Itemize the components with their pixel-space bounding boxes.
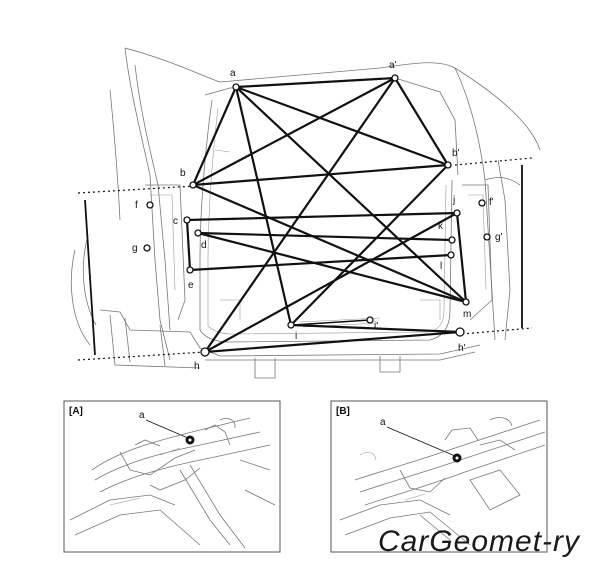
inset-a-callout: a: [139, 410, 145, 421]
measurement-lines: [185, 76, 468, 354]
point-g: [143, 244, 151, 252]
point-i-prime: [366, 316, 374, 324]
label-f: f: [135, 200, 138, 211]
label-e: e: [188, 280, 194, 291]
vehicle-body-outline: [70, 47, 541, 379]
point-h: [200, 347, 210, 357]
label-i-prime: i': [374, 321, 378, 332]
label-m: m: [463, 309, 471, 320]
label-a: a: [230, 68, 236, 79]
point-b-prime: [444, 161, 452, 169]
point-d: [194, 229, 202, 237]
point-c: [183, 216, 191, 224]
label-g-prime: g': [495, 232, 503, 243]
ref-bar-left: [84, 199, 96, 356]
label-c: c: [173, 216, 178, 227]
inset-b-callout: a: [380, 417, 386, 428]
label-h: h: [194, 361, 200, 372]
ref-dash-lower-right: [461, 327, 533, 335]
label-b: b: [180, 168, 186, 179]
point-l: [447, 251, 455, 259]
ref-dash-lower-left: [77, 351, 206, 361]
label-j: j: [452, 195, 455, 206]
point-b: [189, 181, 197, 189]
point-g-prime: [483, 233, 491, 241]
label-d: d: [201, 240, 207, 251]
inset-a-lineart: [69, 417, 276, 549]
label-f-prime: f': [489, 197, 494, 208]
point-f: [146, 201, 154, 209]
point-f-prime: [478, 199, 486, 207]
point-h-prime: [455, 327, 465, 337]
point-a: [232, 83, 240, 91]
label-g: g: [132, 243, 138, 254]
point-i: [287, 321, 295, 329]
point-labels: a a' b b' c d e f f' g g' h h' i i' j k …: [132, 60, 503, 372]
label-h-prime: h': [458, 343, 466, 354]
inset-b-tag: [B]: [336, 406, 350, 417]
point-m: [462, 298, 470, 306]
inset-a-tag: [A]: [69, 406, 83, 417]
inset-b: [B] a: [330, 400, 548, 553]
watermark-logo: CarGeomet-ry: [378, 525, 581, 558]
point-e: [186, 266, 194, 274]
inset-a: [A] a: [63, 400, 281, 553]
label-b-prime: b': [452, 148, 460, 159]
label-l: l: [440, 261, 442, 272]
label-k: k: [438, 221, 444, 232]
reference-lines: [77, 157, 533, 361]
label-a-prime: a': [389, 60, 397, 71]
point-k: [448, 236, 456, 244]
measurement-points: [143, 74, 491, 357]
label-i: i: [295, 331, 297, 342]
ref-dash-upper-left: [77, 185, 196, 194]
ref-dash-upper-right: [454, 157, 533, 166]
point-j: [453, 209, 461, 217]
point-a-prime: [391, 74, 399, 82]
